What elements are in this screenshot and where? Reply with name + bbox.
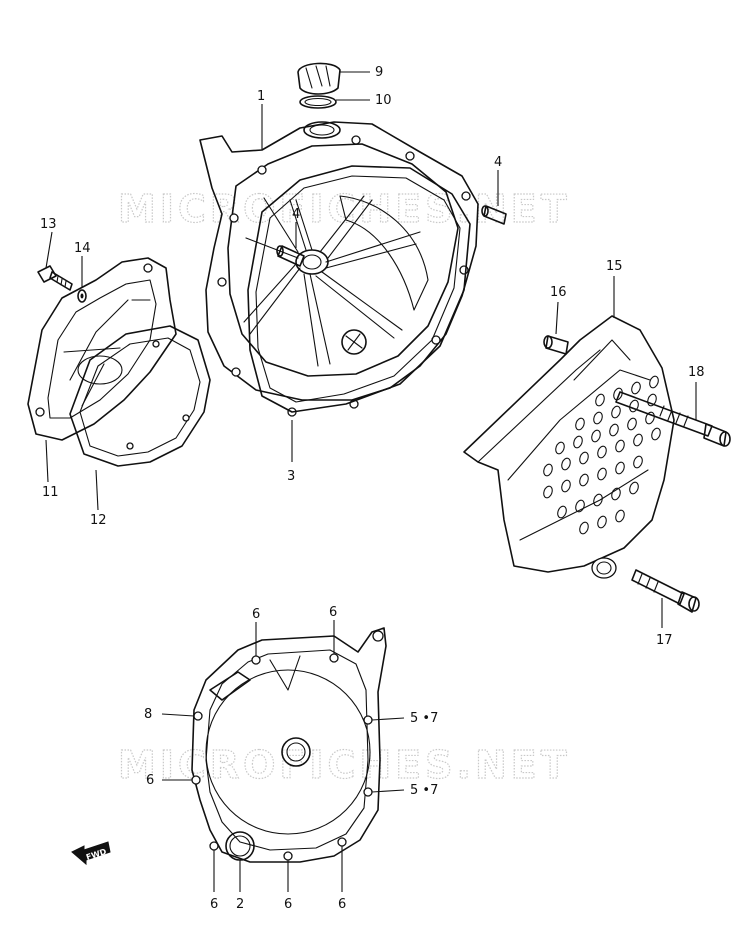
callout-1: 1 [257,89,265,104]
dowel-pin [481,205,507,225]
perforation-hole [575,417,585,431]
clutch-cover [199,121,479,417]
callout-5-7-lower: 5 •7 [410,783,438,798]
protector-perforations [543,375,661,535]
perforation-hole [561,479,571,493]
callout-11: 11 [42,485,59,500]
perforation-hole [561,457,571,471]
leader-lines [45,71,697,892]
callout-18: 18 [688,365,705,380]
perforation-hole [649,375,659,389]
perforation-hole [633,433,643,447]
callout-6-bottom-3: 6 [338,897,346,912]
perforation-hole [615,461,625,475]
perforation-hole [597,445,607,459]
perforation-hole [645,411,655,425]
spacer-16 [543,335,569,355]
perforation-hole [573,435,583,449]
perforation-hole [613,387,623,401]
callout-10: 10 [375,93,392,108]
perforation-hole [593,493,603,507]
perforation-hole [597,467,607,481]
perforation-hole [631,381,641,395]
cover-gasket-12 [69,325,211,467]
perforation-hole [615,509,625,523]
perforation-hole [629,481,639,495]
callout-16: 16 [550,285,567,300]
perforation-hole [615,439,625,453]
starter-clutch-cover [27,257,177,441]
callout-labels: 1 9 10 4 4 3 13 14 11 12 15 16 18 17 6 6… [40,65,705,912]
perforation-hole [651,427,661,441]
callout-6-left: 6 [146,773,154,788]
oil-filler-cap [297,62,341,95]
perforation-hole [595,393,605,407]
perforation-hole [579,473,589,487]
perforation-hole [647,393,657,407]
perforation-hole [593,411,603,425]
callout-6-bottom-2: 6 [284,897,292,912]
callout-12: 12 [90,513,107,528]
perforation-hole [627,417,637,431]
o-ring [299,95,337,109]
callout-2: 2 [236,897,244,912]
perforation-hole [629,399,639,413]
perforation-hole [591,429,601,443]
bolt-13 [37,265,73,291]
callout-9: 9 [375,65,383,80]
perforation-hole [579,521,589,535]
perforation-hole [555,441,565,455]
perforation-hole [579,451,589,465]
perforation-hole [557,505,567,519]
perforation-hole [575,499,585,513]
callout-5-7-upper: 5 •7 [410,711,438,726]
perforation-hole [543,463,553,477]
forward-direction-arrow: FWD [71,841,111,866]
bolt-18 [615,391,731,447]
perforation-hole [609,423,619,437]
callout-6-bottom-1: 6 [210,897,218,912]
perforation-hole [597,515,607,529]
perforation-hole [633,455,643,469]
callout-15: 15 [606,259,623,274]
dowel-pin-inner [276,245,305,267]
callout-14: 14 [74,241,91,256]
callout-6-top-right: 6 [329,605,337,620]
callout-4-inner: 4 [292,207,300,222]
callout-4-outer: 4 [494,155,502,170]
clutch-cover-gasket [247,165,471,413]
callout-17: 17 [656,633,673,648]
watermark-top: MICROFICHES.NET [118,187,571,231]
generator-cover [191,627,387,863]
perforation-hole [611,405,621,419]
clutch-cover-protector [463,315,675,579]
callout-13: 13 [40,217,57,232]
perforation-hole [611,487,621,501]
perforation-hole [543,485,553,499]
callout-8: 8 [144,707,152,722]
callout-6-top-left: 6 [252,607,260,622]
bolt-17 [631,569,700,613]
washer-14 [77,289,87,303]
callout-3: 3 [287,469,295,484]
